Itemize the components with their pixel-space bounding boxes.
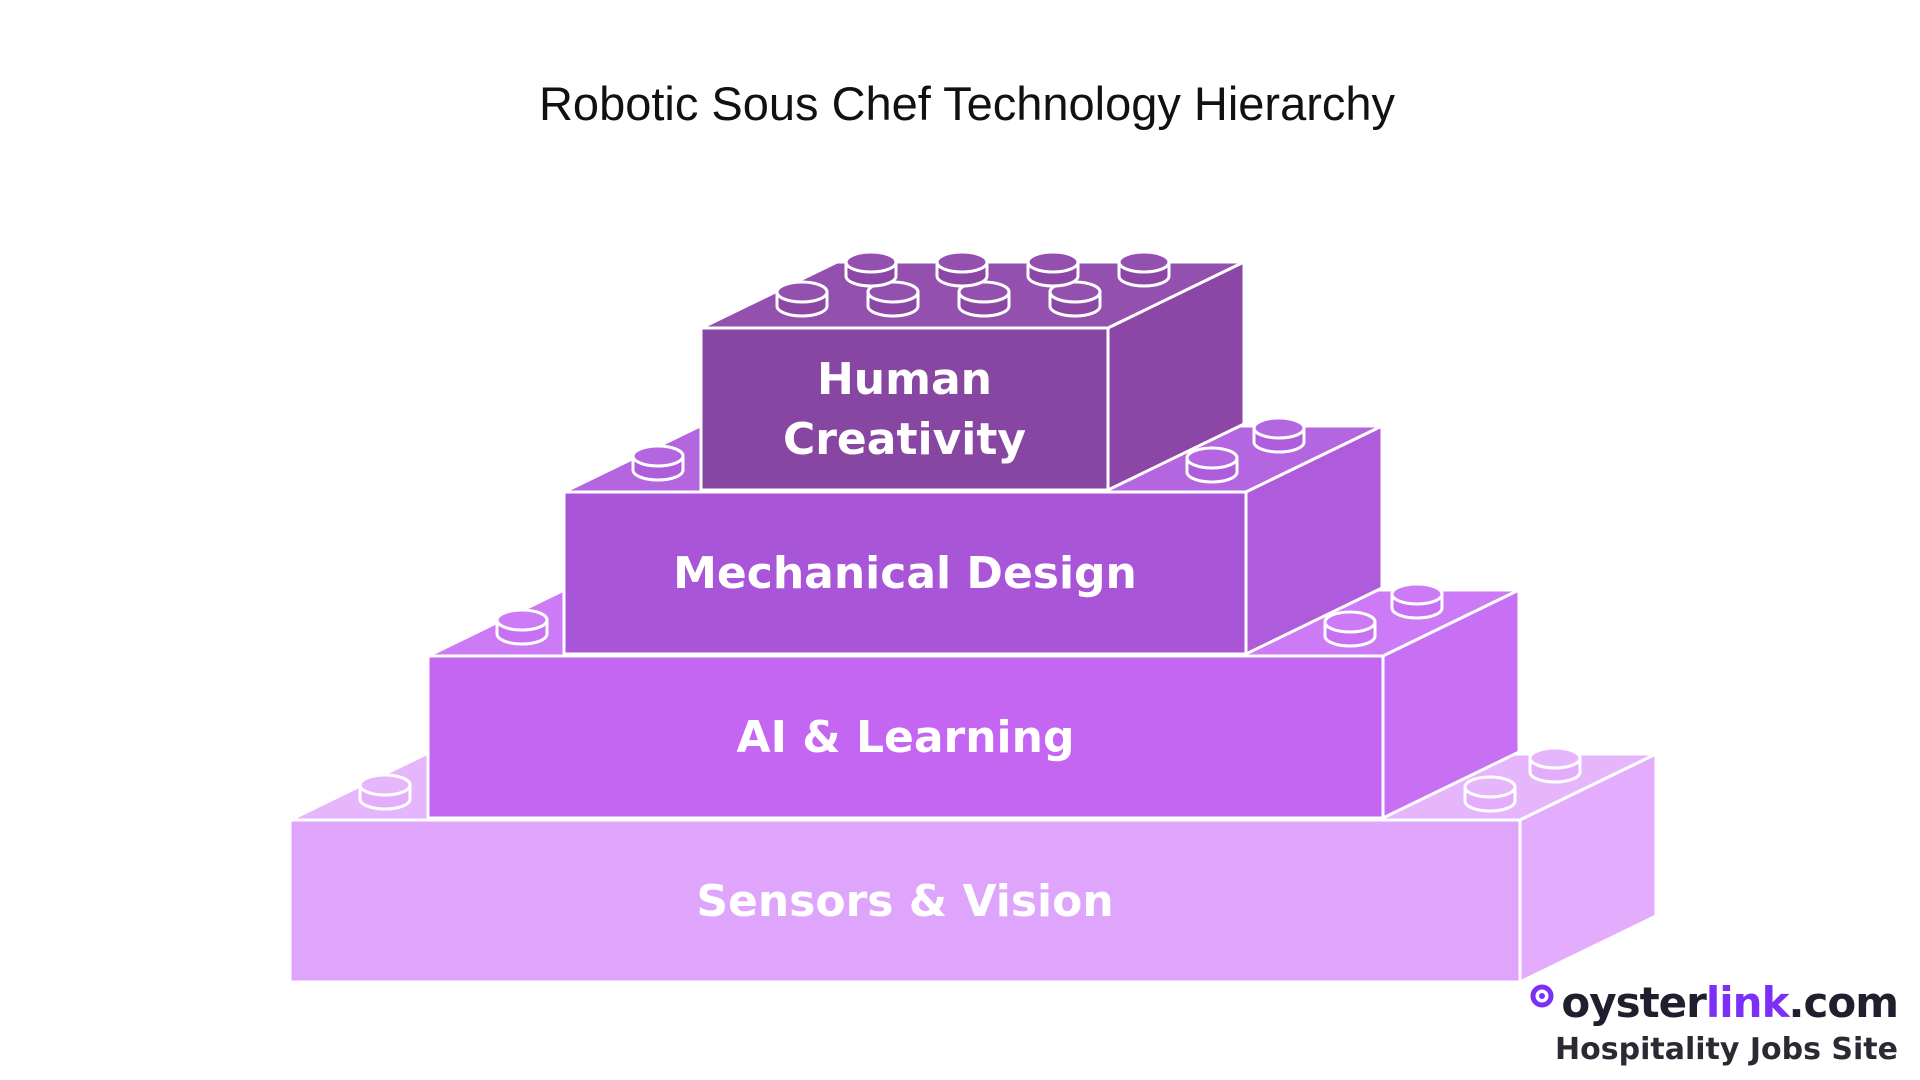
block-label-line: Creativity <box>783 414 1026 465</box>
lego-stud <box>1390 582 1444 620</box>
brand-name-accent: link <box>1705 978 1790 1027</box>
lego-stud <box>935 250 989 288</box>
lego-stud <box>631 444 685 482</box>
lego-block-front-face <box>426 654 1385 820</box>
block-label: Mechanical Design <box>673 548 1137 599</box>
page-title: Robotic Sous Chef Technology Hierarchy <box>538 77 1396 130</box>
block-label: Sensors & Vision <box>696 876 1113 927</box>
brand-name-end: .com <box>1788 978 1899 1027</box>
lego-stud <box>1252 416 1306 454</box>
block-label-line: AI & Learning <box>737 712 1075 763</box>
lego-stud <box>1048 280 1102 318</box>
lego-block-front-face <box>699 326 1110 492</box>
lego-stud <box>1185 446 1239 484</box>
brand-tagline: Hospitality Jobs Site <box>1555 1032 1898 1067</box>
oysterlink-logo-icon <box>1530 984 1554 1008</box>
lego-stud <box>1323 610 1377 648</box>
lego-stud <box>1117 250 1171 288</box>
lego-stud <box>1026 250 1080 288</box>
lego-stud <box>775 280 829 318</box>
block-label-line: Sensors & Vision <box>696 876 1113 927</box>
lego-block-front-face <box>288 818 1522 984</box>
lego-stud <box>495 608 549 646</box>
lego-stud <box>844 250 898 288</box>
block-label-line: Mechanical Design <box>673 548 1137 599</box>
lego-stud <box>1463 775 1517 813</box>
lego-stud <box>1528 746 1582 784</box>
block-label: AI & Learning <box>737 712 1075 763</box>
lego-block-front-face <box>562 490 1248 656</box>
block-label-line: Human <box>817 354 992 405</box>
lego-stud <box>866 280 920 318</box>
lego-stud <box>358 773 412 811</box>
brand-name-start: oyster <box>1561 978 1707 1027</box>
